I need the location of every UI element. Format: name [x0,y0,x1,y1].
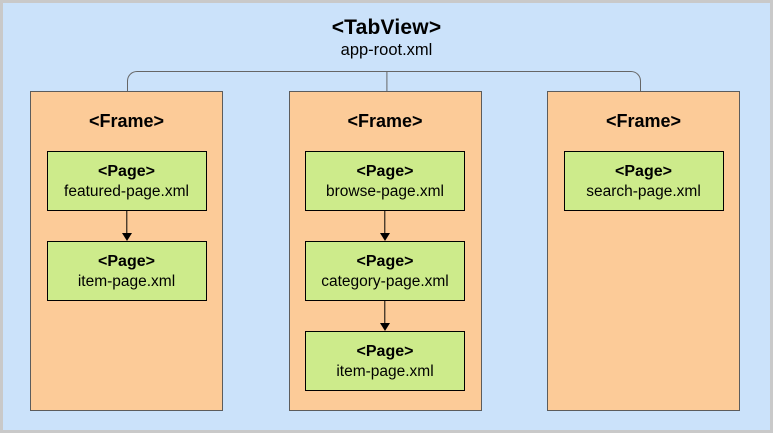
page-file-label: browse-page.xml [325,182,445,200]
navigation-arrow [290,301,481,331]
frame-node-3: <Frame> <Page> search-page.xml [547,91,740,411]
page-node: <Page> search-page.xml [563,151,724,211]
root-tag-label: <TabView> [331,16,442,39]
frame-tag-label: <Frame> [88,111,165,131]
page-tag-label: <Page> [98,162,155,180]
connector-middle-stub [385,71,388,91]
frame-pages: <Page> search-page.xml [548,151,739,211]
page-file-label: featured-page.xml [64,182,189,200]
frame-tag-label: <Frame> [605,111,682,131]
frame-pages: <Page> browse-page.xml <Page> category-p… [290,151,481,391]
page-node: <Page> featured-page.xml [46,151,207,211]
navigation-arrow [290,211,481,241]
arrow-head-icon [380,323,390,331]
page-file-label: search-page.xml [586,182,701,200]
page-tag-label: <Page> [356,252,414,270]
frame-tag-label: <Frame> [347,111,423,131]
frame-node-1: <Frame> <Page> featured-page.xml <Page> … [30,91,223,411]
page-file-label: category-page.xml [321,272,449,290]
frames-row: <Frame> <Page> featured-page.xml <Page> … [30,91,740,411]
page-file-label: item-page.xml [336,362,434,380]
page-tag-label: <Page> [356,162,414,180]
frame-pages: <Page> featured-page.xml <Page> item-pag… [31,151,222,301]
arrow-head-icon [380,233,390,241]
page-node: <Page> item-page.xml [46,241,207,301]
arrow-shaft [384,301,386,326]
page-tag-label: <Page> [98,252,155,270]
navigation-arrow [31,211,222,241]
frame-node-2: <Frame> <Page> browse-page.xml <Page> ca… [288,91,482,411]
page-tag-label: <Page> [615,162,672,180]
page-node: <Page> item-page.xml [305,331,465,391]
arrow-head-icon [121,233,132,241]
arrow-shaft [384,211,386,236]
arrow-shaft [125,211,128,236]
page-node: <Page> browse-page.xml [305,151,465,211]
connector-bracket [127,71,641,91]
root-node: <TabView> app-root.xml [3,16,770,60]
page-tag-label: <Page> [356,342,414,360]
root-file-label: app-root.xml [340,41,433,60]
page-node: <Page> category-page.xml [305,241,465,301]
page-file-label: item-page.xml [77,272,176,290]
